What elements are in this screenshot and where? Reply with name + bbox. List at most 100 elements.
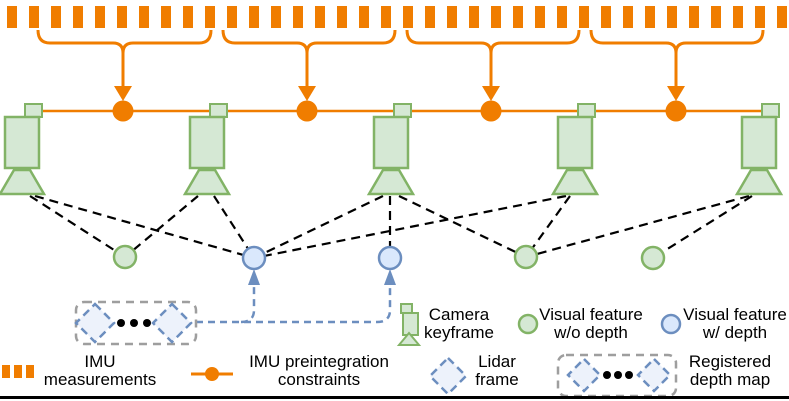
imu-measurement-bar [271,6,281,28]
imu-measurement-bar [535,6,545,28]
camera-lens [0,168,47,196]
imu-measurement-bar [29,6,39,28]
imu-measurement-bar [425,6,435,28]
camera-keyframe-icon [396,303,422,346]
observation-edge [652,195,753,259]
keyframe-connector [761,103,780,118]
observation-edge [525,194,750,259]
preintegration-dot [296,100,318,122]
keyframe-connector [393,103,412,118]
visual-feature-without-depth [640,245,666,271]
imu-measurement-bar [689,6,699,28]
visual-feature-with-depth [377,245,403,271]
legend-registered-depth-map-label: Registered depth map [688,352,772,389]
depth-association-path [196,286,392,324]
lidar-frame-diamond [151,302,193,344]
camera-body [556,115,594,170]
imu-measurement-bar [623,6,633,28]
ellipsis-dot [143,319,151,327]
legend-lidar-frame-label: Lidar frame [475,352,519,389]
imu-measurement-bar [73,6,83,28]
imu-group-brace [405,29,581,54]
figure-bottom-border [0,396,789,399]
keyframe-connector [24,103,43,118]
registered-depth-map-icon [556,353,678,398]
imu-measurement-bar [447,6,457,28]
legend-imu-preintegration-label: IMU preintegration constraints [249,352,389,389]
imu-measurement-bar [601,6,611,28]
imu-group-brace [589,29,765,54]
imu-measurement-bar [139,6,149,28]
imu-measurement-bar [359,6,369,28]
legend-visual-w-depth-label: Visual feature w/ depth [683,305,787,342]
imu-group-brace [221,29,397,54]
imu-measurement-bar [95,6,105,28]
observation-edge [213,195,255,259]
legend-imu-measurements-label: IMU measurements [43,352,157,389]
lidar-frame-icon [428,356,468,396]
camera-body [188,115,226,170]
observation-edge [398,195,527,258]
imu-measurement-bar [733,6,743,28]
camera-lens [550,168,600,196]
observation-edge [253,195,384,259]
observation-edge [29,195,126,258]
imu-measurement-bar [183,6,193,28]
imu-measurement-bar [491,6,501,28]
imu-measurement-bar [645,6,655,28]
camera-lens [366,168,416,196]
visual-feature-without-depth [112,244,138,270]
depth-arrow-head [248,269,260,285]
ellipsis-dot [117,319,125,327]
imu-measurement-bar [7,6,17,28]
imu-measurement-bar [161,6,171,28]
imu-measurement-bar [315,6,325,28]
legend-camera-keyframe-label: Camera keyframe [424,305,494,342]
ellipsis-dot [130,319,138,327]
camera-body [372,115,410,170]
keyframe-connector [577,103,596,118]
lidar-frame-diamond [74,302,116,344]
imu-measurement-bar [227,6,237,28]
imu-measurement-bar [293,6,303,28]
preintegration-dot [665,100,687,122]
imu-measurement-bar [403,6,413,28]
visual-feature-wo-depth-icon [517,313,539,335]
imu-measurement-bar [755,6,765,28]
camera-lens [182,168,232,196]
camera-body [740,115,778,170]
imu-measurement-bar [51,6,61,28]
imu-measurement-bar [711,6,721,28]
imu-arrow-head [667,86,685,101]
imu-arrow-head [298,86,316,101]
imu-group-brace [36,29,213,54]
imu-measurement-bar [667,6,677,28]
visual-feature-with-depth [241,245,267,271]
imu-measurement-bar [249,6,259,28]
imu-measurement-bar [337,6,347,28]
imu-measurement-bar [205,6,215,28]
preintegration-dot [112,100,134,122]
visual-feature-without-depth [513,244,539,270]
imu-arrow-head [114,86,132,101]
imu-measurement-bar [579,6,589,28]
imu-measurements-icon [2,365,34,378]
observation-edge [525,195,571,258]
observation-edge [253,194,567,260]
imu-measurement-bar [777,6,787,28]
imu-measurement-bar [557,6,567,28]
imu-measurement-bar [469,6,479,28]
visual-feature-w-depth-icon [660,313,682,335]
legend-visual-wo-depth-label: Visual feature w/o depth [539,305,643,342]
imu-measurement-bar [117,6,127,28]
preintegration-dot [480,100,502,122]
imu-preintegration-icon [191,367,233,381]
depth-association-branch [240,286,256,324]
observation-edge [124,195,199,258]
imu-arrow-head [482,86,500,101]
camera-lens [734,168,784,196]
observation-edge [34,194,255,260]
keyframe-connector [209,103,228,118]
